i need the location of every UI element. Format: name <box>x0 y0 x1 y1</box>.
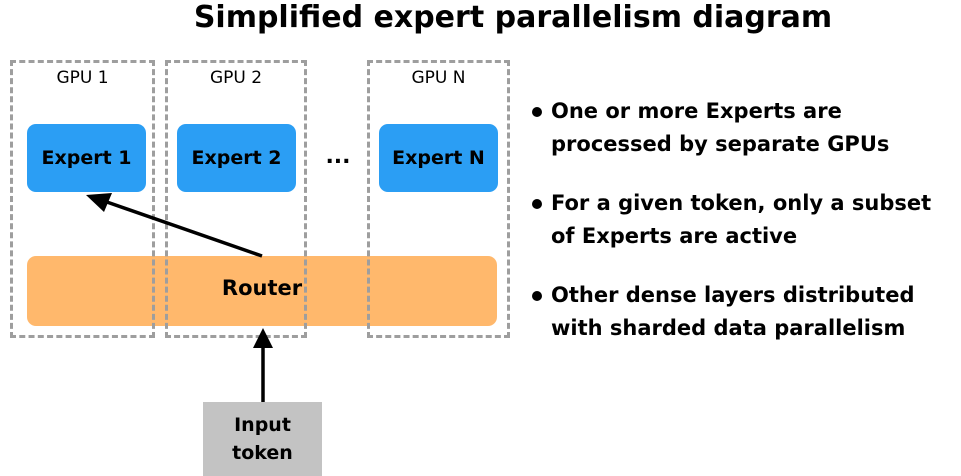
expert-1-box: Expert 1 <box>27 124 146 192</box>
bullet-dot-icon <box>532 199 542 209</box>
bullet-dot-icon <box>532 291 542 301</box>
bullet-3-line1: Other dense layers distributed <box>551 283 915 307</box>
input-token-line1: Input <box>234 414 291 436</box>
gpu-2-label: GPU 2 <box>209 68 263 88</box>
bullet-2-line1: For a given token, only a subset <box>551 191 932 215</box>
bullet-3-line2: with sharded data parallelism <box>551 316 906 340</box>
bullet-dot-icon <box>532 107 542 117</box>
bullet-item: One or more Experts are processed by sep… <box>530 95 958 161</box>
input-token-line2: token <box>232 442 293 464</box>
router-box <box>27 256 497 326</box>
gpu-n-box <box>367 60 510 338</box>
gpu-1-box <box>10 60 155 338</box>
input-token-box: Input token <box>203 402 322 476</box>
bullet-2-line2: of Experts are active <box>551 224 798 248</box>
diagram-title: Simplified expert parallelism diagram <box>193 0 833 35</box>
bullet-1-line2: processed by separate GPUs <box>551 132 890 156</box>
expert-n-box: Expert N <box>379 124 498 192</box>
expert-2-box: Expert 2 <box>177 124 296 192</box>
router-to-expert-1-arrow <box>86 193 263 258</box>
gpu-1-label: GPU 1 <box>56 68 109 88</box>
router-label: Router <box>221 276 303 300</box>
bullet-1-line1: One or more Experts are <box>551 99 842 123</box>
bullet-list: One or more Experts are processed by sep… <box>530 95 958 371</box>
ellipsis: ... <box>325 144 351 169</box>
gpu-n-label: GPU N <box>411 68 466 88</box>
bullet-item: Other dense layers distributed with shar… <box>530 279 958 345</box>
bullet-item: For a given token, only a subset of Expe… <box>530 187 958 253</box>
gpu-2-box <box>165 60 307 338</box>
input-to-router-arrow <box>253 328 273 402</box>
